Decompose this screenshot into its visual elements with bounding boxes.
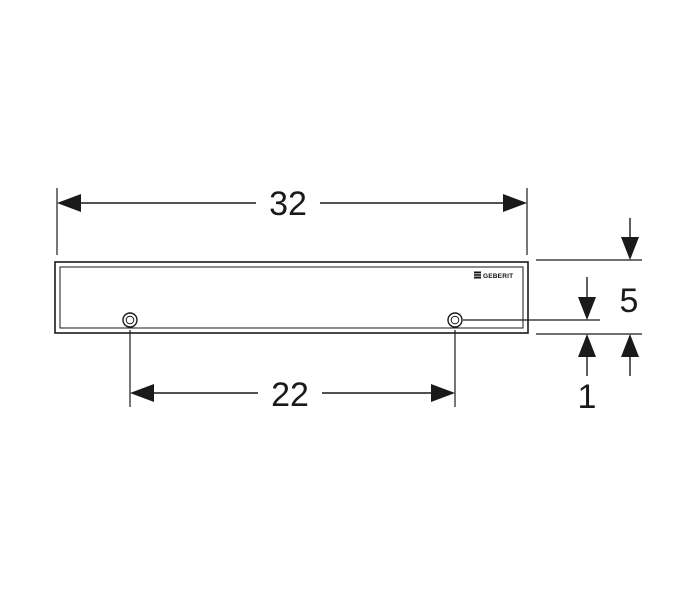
arrowhead-up-icon xyxy=(621,334,639,357)
arrowhead-down-icon xyxy=(621,237,639,260)
dimension-hole-offset xyxy=(463,277,600,376)
arrowhead-right-icon xyxy=(431,384,455,402)
hole-spacing-label: 22 xyxy=(271,376,309,414)
plate-inner-edge xyxy=(59,266,524,329)
height-label: 5 xyxy=(620,282,639,320)
plate-outer-edge xyxy=(54,261,529,334)
arrowhead-left-icon xyxy=(57,194,81,212)
arrowhead-up-icon xyxy=(578,334,596,357)
plate xyxy=(54,261,529,334)
mounting-hole-left xyxy=(122,312,138,328)
logo-text: GEBERIT xyxy=(483,273,513,280)
mounting-hole-right xyxy=(447,312,463,328)
dimension-height xyxy=(536,218,642,376)
overall-width-label: 32 xyxy=(269,185,307,223)
dimension-overall-width xyxy=(56,188,528,255)
logo-mark-icon xyxy=(474,271,481,279)
arrowhead-down-icon xyxy=(578,297,596,320)
brand-logo: GEBERIT xyxy=(474,271,513,280)
arrowhead-left-icon xyxy=(130,384,154,402)
hole-offset-label: 1 xyxy=(578,378,597,416)
dimension-hole-spacing xyxy=(129,330,456,407)
arrowhead-right-icon xyxy=(503,194,527,212)
